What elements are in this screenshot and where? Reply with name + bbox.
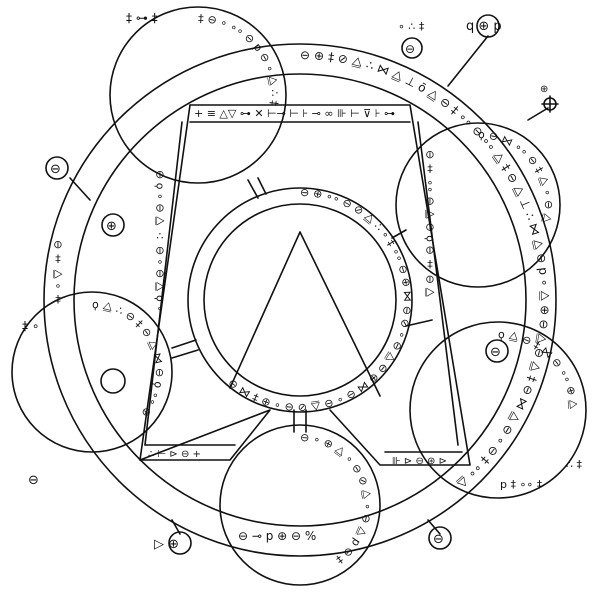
right-lower-ticks: ∴ ‡ xyxy=(566,458,582,471)
svg-text:⊖ ⊕ ∘∘ ⊖ ⊘ ⧋ ∴ ∘ ‡ ∘∘ ⊖ ⊕ ⋈ ⊖: ⊖ ⊕ ∘∘ ⊖ ⊘ ⧋ ∴ ∘ ‡ ∘∘ ⊖ ⊕ ⋈ ⊖ ⊘ ∘ ⊖ ⧋ ⊖ … xyxy=(225,186,414,414)
top-left-ticks: ‡ ⊶ ‡ xyxy=(126,11,158,25)
trapezoid-right-inner xyxy=(417,121,459,446)
seal-bottom-left-circle xyxy=(168,531,192,555)
top-bar-text: + ≡ △▽ ⊶ ✕ ⊢⊸ ⊢ ⊦ ⊸ ∞ ⊪ ⊢ ⊽ ⊦ ⊶ xyxy=(194,107,395,120)
trapezoid-left-side xyxy=(139,104,191,461)
outside-bottom-left-outside: ⊖ xyxy=(28,473,39,488)
inner-ring-inner-edge xyxy=(203,203,397,397)
left-column-glyphs: ⊖ ϙ ∘ ⊖ ⧋ ∴ ⊖ ∘ ⊖ ⧋ ϙ ∘ xyxy=(154,170,167,312)
seal-top-center-circle xyxy=(401,37,423,59)
outer-ring-inner-edge xyxy=(73,73,527,527)
bottom-ring-glyphs: ⊖ ∘ ⊕ ⧋ ∘ ⊖ ⊘ ⧋ ∘ ⊖ ⧋ p ⊖ ‡ xyxy=(300,431,374,567)
outside-bottom-right: ⊖ xyxy=(433,532,444,547)
outside-top-right: q ⊕ p xyxy=(466,19,502,34)
bottom-right-bar-text: ⊪ ⊳ ⊖ ⊛ ⊳ xyxy=(392,456,447,467)
outside-left-mid: ⊕ xyxy=(106,219,117,234)
svg-text:ϙ ⧋ ∴ ⊖ ‡ ⊖ ⧋ ⋈ ⊖ ϙ ∘∘ ⊕: ϙ ⧋ ∴ ⊖ ‡ ⊖ ⧋ ⋈ ⊖ ϙ ∘∘ ⊕ xyxy=(92,298,166,420)
tendril-left xyxy=(69,177,91,201)
outside-left: ⊖ xyxy=(50,162,61,177)
connector-bottom xyxy=(293,409,307,433)
top-right-ticks: ∘ ∴ ‡ xyxy=(398,20,425,33)
seal-top-right-circle xyxy=(476,14,500,38)
svg-text:⊖ ∘ ⊕ ⧋ ∘ ⊖ ⊘ ⧋ ∘ ⊖ ⧋ p ⊖ ‡: ⊖ ∘ ⊕ ⧋ ∘ ⊖ ⊘ ⧋ ∘ ⊖ ⧋ p ⊖ ‡ xyxy=(300,431,374,567)
outside-upper-right-cross: ⊕ xyxy=(540,84,548,95)
seal-left-mid-circle xyxy=(101,213,125,237)
connector-top xyxy=(247,177,267,199)
upper-right-satellite-circle xyxy=(395,122,561,288)
left-ring-glyphs: ϙ ⧋ ∴ ⊖ ‡ ⊖ ⧋ ⋈ ⊖ ϙ ∘∘ ⊕ xyxy=(92,298,166,420)
seal-right-circle xyxy=(485,339,509,363)
tendril-top-right xyxy=(447,35,489,87)
inner-ring-glyphs: ⊖ ⊕ ∘∘ ⊖ ⊘ ⧋ ∴ ∘ ‡ ∘∘ ⊖ ⊕ ⋈ ⊖ ⊘ ∘ ⊖ ⧋ ⊖ … xyxy=(225,186,414,414)
connector-right xyxy=(405,319,433,327)
tendril-bottom-right xyxy=(427,519,441,535)
trapezoid-frame xyxy=(139,104,471,466)
outside-top-center: ⊖ xyxy=(405,42,415,56)
right-column-glyphs: ⊖ ‡ ∘∘ ⊖ ⧋ ⊖ ϙ ⊖ ‡ ⊖ ⧋ xyxy=(424,150,437,297)
bottom-left-bar-text: ∴ ⊢ ⊳ ⊖ + xyxy=(148,449,201,460)
right-satellite-circle xyxy=(409,321,587,499)
top-left-satellite-circle xyxy=(109,6,287,184)
bottom-ring-letters: ⊖ ⊸ p ⊕ ⊖ % xyxy=(238,529,316,543)
connector-upper-right xyxy=(391,229,407,239)
tendril-right xyxy=(527,107,549,121)
bottom-right-ticks: p ‡ ∘∘ ‡ xyxy=(500,478,543,491)
connector-left xyxy=(171,339,199,359)
outside-bottom-left: ▷ ⊕ xyxy=(154,537,179,552)
seal-left-circle-inner xyxy=(100,368,126,394)
left-satellite-circle xyxy=(11,291,173,453)
seal-bottom-right-circle xyxy=(428,526,452,550)
outer-ring-outer-edge xyxy=(43,43,557,557)
left-ticks: ‡ ∘ xyxy=(22,319,39,333)
central-a-letter xyxy=(229,231,381,397)
outside-right: ⊖ xyxy=(490,345,501,360)
trapezoid-left-inner xyxy=(144,121,183,446)
seal-left-circle xyxy=(45,156,69,180)
left-hand-text: ⊖ ‡ ⧋ ∘ ‡ xyxy=(52,240,65,306)
inner-ring-outer-edge xyxy=(187,187,413,413)
bottom-satellite-circle xyxy=(219,424,381,586)
